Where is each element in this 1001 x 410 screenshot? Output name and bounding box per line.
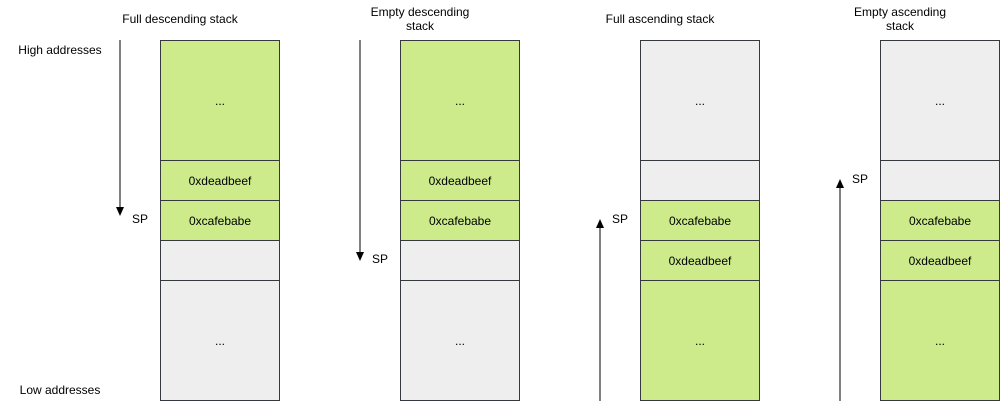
diagram-title: Empty ascending stack: [853, 5, 947, 33]
arrow-down-icon: [116, 40, 124, 216]
stack-cell: ...: [160, 40, 280, 161]
sp-label: SP: [612, 212, 629, 226]
sp-label: SP: [372, 252, 389, 266]
stack-cell: [880, 160, 1000, 201]
stack-cell: ...: [880, 280, 1000, 401]
stack-cell: ...: [400, 40, 520, 161]
diagram-title: Full descending stack: [122, 12, 238, 26]
sp-label: SP: [132, 212, 149, 226]
stack-cell: [160, 240, 280, 281]
low-addresses-label: Low addresses: [19, 383, 101, 397]
stack-cell: ...: [400, 280, 520, 401]
stack-cell: 0xcafebabe: [880, 200, 1000, 241]
stack-cell: ...: [640, 280, 760, 401]
diagram-title: Empty descending stack: [370, 5, 470, 33]
arrow-up-icon: [836, 179, 844, 401]
stack-cell: 0xdeadbeef: [880, 240, 1000, 281]
arrow-down-icon: [356, 40, 364, 261]
sp-label: SP: [852, 172, 869, 186]
arrow-up-icon: [596, 219, 604, 401]
stack-cell: 0xdeadbeef: [400, 160, 520, 201]
stack-cell: ...: [160, 280, 280, 401]
stack-cell: 0xcafebabe: [160, 200, 280, 241]
diagram-title: Full ascending stack: [605, 12, 715, 26]
high-addresses-label: High addresses: [18, 43, 102, 57]
stack-cell: ...: [880, 40, 1000, 161]
stack-cell: 0xcafebabe: [640, 200, 760, 241]
